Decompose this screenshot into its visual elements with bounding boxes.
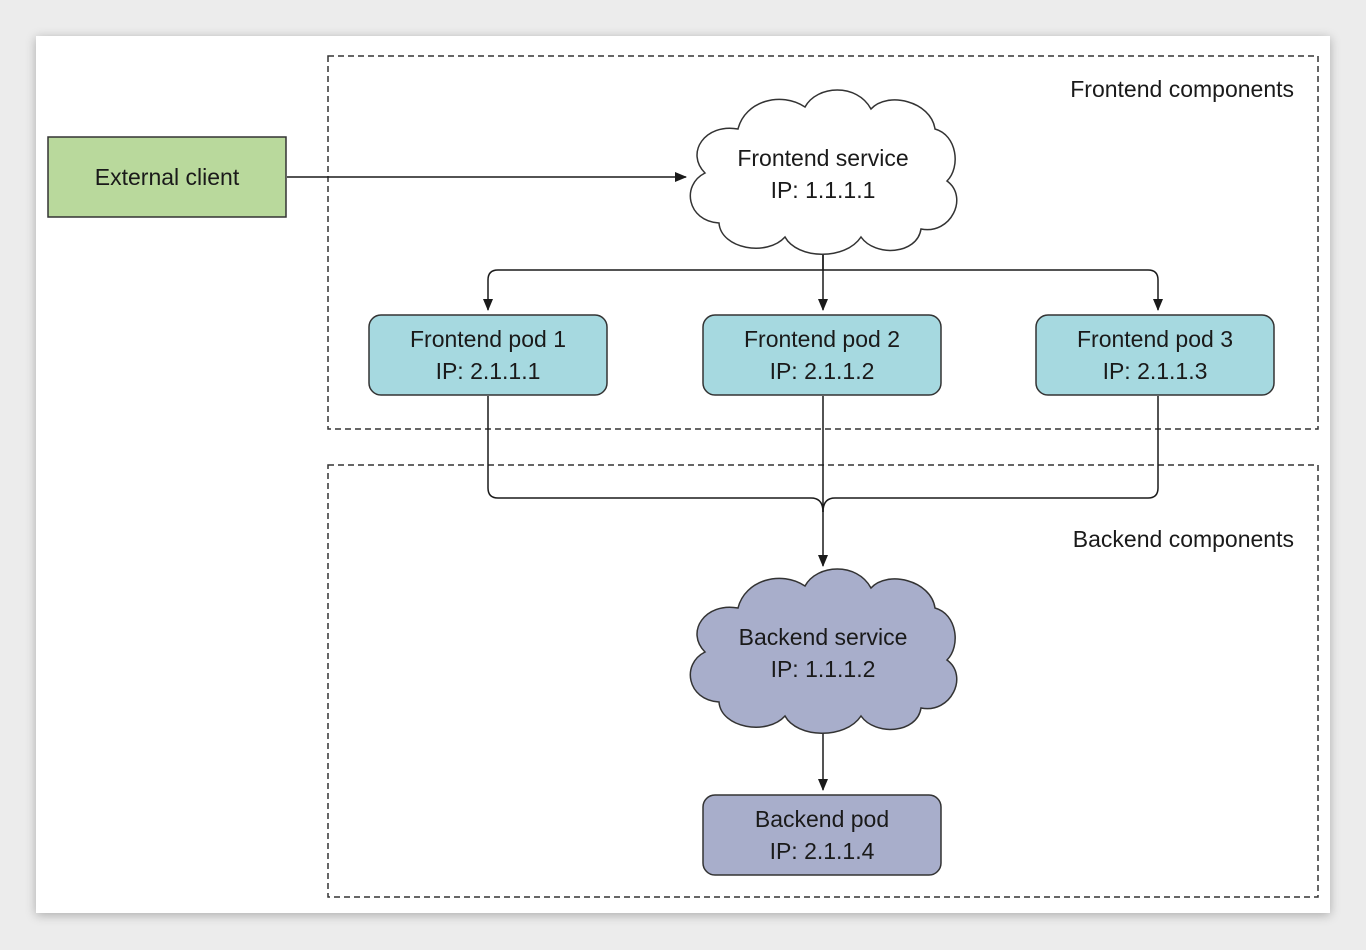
frontend-pod-2-ip: IP: 2.1.1.2 xyxy=(770,358,875,384)
frontend-service-cloud[interactable] xyxy=(689,89,958,255)
pod3-to-backend-service-line xyxy=(822,396,1159,513)
backend-pod-name: Backend pod xyxy=(755,806,889,832)
frontend-service-name: Frontend service xyxy=(737,145,908,171)
frontend-service-ip: IP: 1.1.1.1 xyxy=(771,177,876,203)
frontend-pod-2[interactable] xyxy=(702,314,942,396)
frontend-pod-1-ip: IP: 2.1.1.1 xyxy=(436,358,541,384)
connectors xyxy=(287,172,1163,791)
backend-service-name: Backend service xyxy=(739,624,908,650)
external-client-label: External client xyxy=(95,164,240,190)
service-to-pod3-arrow xyxy=(823,269,1163,311)
frontend-components-group xyxy=(327,55,1319,430)
frontend-pod-3[interactable] xyxy=(1035,314,1275,396)
backend-pod[interactable] xyxy=(702,794,942,876)
frontend-components-label: Frontend components xyxy=(1070,76,1294,102)
backend-service-ip: IP: 1.1.1.2 xyxy=(771,656,876,682)
backend-components-label: Backend components xyxy=(1073,526,1294,552)
pod1-to-backend-service-line xyxy=(487,396,824,513)
frontend-pod-1-name: Frontend pod 1 xyxy=(410,326,566,352)
frontend-pod-2-name: Frontend pod 2 xyxy=(744,326,900,352)
frontend-pod-3-name: Frontend pod 3 xyxy=(1077,326,1233,352)
backend-pod-ip: IP: 2.1.1.4 xyxy=(770,838,875,864)
external-client-box[interactable] xyxy=(47,136,287,218)
backend-service-cloud[interactable] xyxy=(689,568,958,734)
service-to-pod1-arrow xyxy=(483,248,824,311)
frontend-pod-1[interactable] xyxy=(368,314,608,396)
frontend-pod-3-ip: IP: 2.1.1.3 xyxy=(1103,358,1208,384)
